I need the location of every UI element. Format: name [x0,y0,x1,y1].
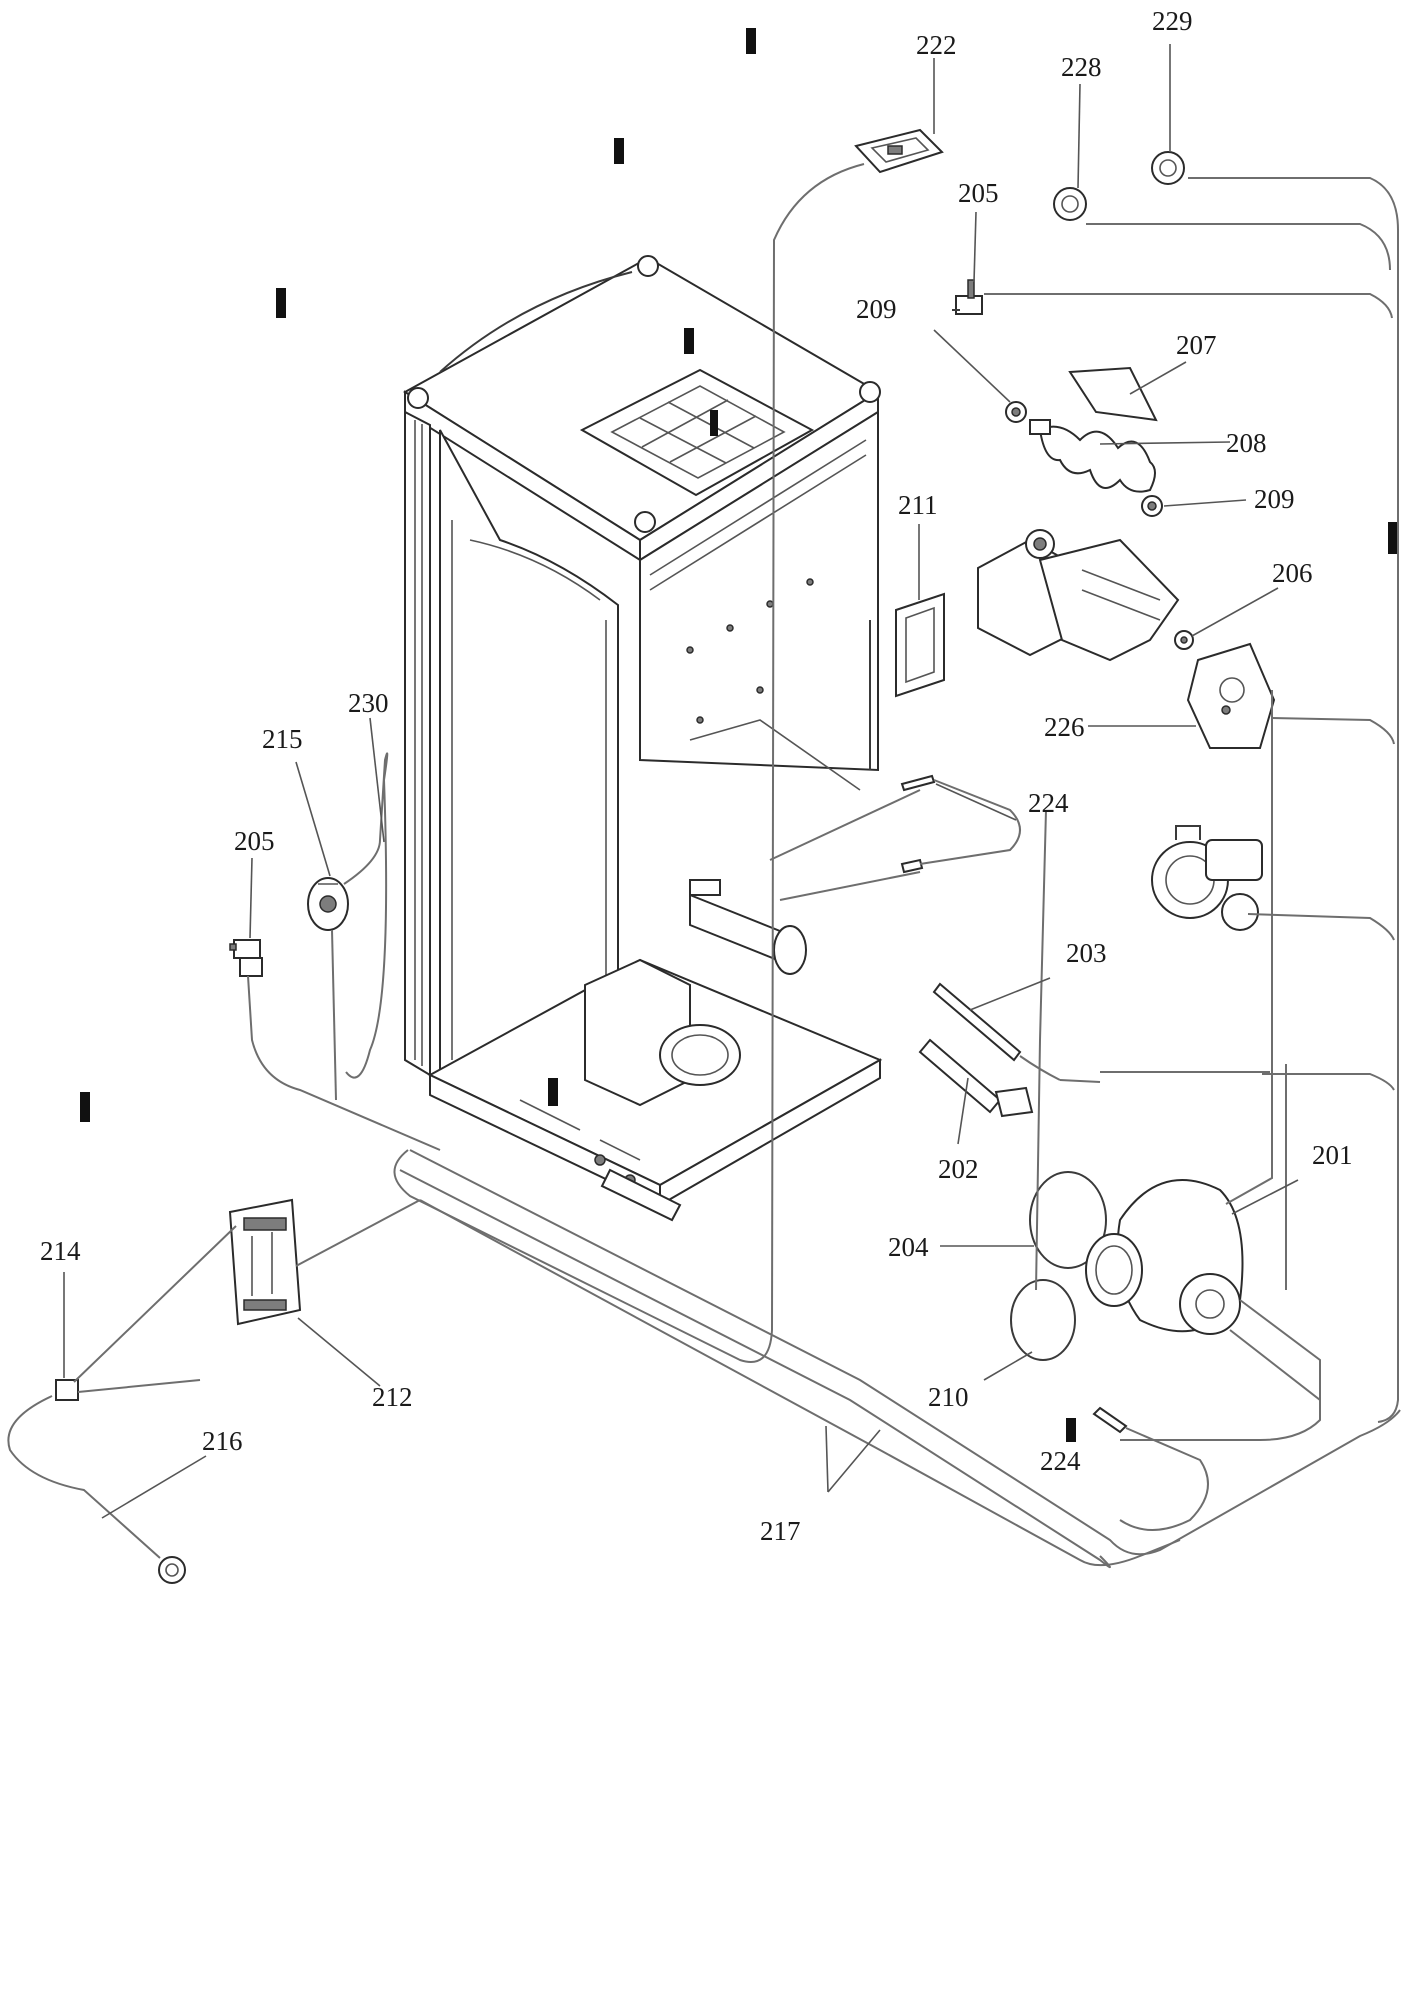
label-224-top: 224 [1028,788,1069,818]
probe-224-bottom [1092,1406,1128,1434]
thermostat-205-left [229,939,263,977]
label-229: 229 [1152,6,1193,36]
power-switch-216 [158,1556,186,1584]
leader-lines [63,44,1299,1519]
pressure-switch-229 [1151,151,1185,185]
stove-body [403,255,883,1222]
label-212: 212 [372,1382,413,1412]
label-208: 208 [1226,428,1267,458]
marker-ticks [80,28,1398,1442]
label-210: 210 [928,1382,969,1412]
label-216: 216 [202,1426,243,1456]
label-217: 217 [760,1516,801,1546]
gear-motor-226 [1186,642,1276,749]
gasket-ring-204 [1029,1171,1107,1269]
control-display-panel [854,128,944,174]
label-205-left: 205 [234,826,275,856]
pressure-switch-228 [1053,187,1087,221]
label-211: 211 [898,490,938,520]
bushing-209-bottom [1141,495,1163,517]
auger-housing [977,529,1180,662]
label-224-bottom: 224 [1040,1446,1081,1476]
gasket-211 [895,592,945,698]
gasket-ring-210 [1010,1279,1076,1361]
probe-224-top [900,774,936,874]
label-202: 202 [938,1154,979,1184]
label-214: 214 [40,1236,81,1266]
label-205-top: 205 [958,178,999,208]
label-201: 201 [1312,1140,1353,1170]
part-labels: 222 228 229 205 209 207 208 209 211 206 … [40,6,1353,1546]
circulator-pump [1151,825,1263,931]
label-226: 226 [1044,712,1085,742]
label-222: 222 [916,30,957,60]
bushing-206 [1174,630,1194,650]
auger-plate-207 [1068,366,1158,422]
electronic-board-212 [228,1198,302,1326]
label-228: 228 [1061,52,1102,82]
bushing-209-top [1005,401,1027,423]
auger-screw-208 [1029,419,1156,493]
label-230: 230 [348,688,389,718]
wiring-harness [7,163,1401,1568]
cartridge-heater-202 [918,1038,1034,1118]
fuse-holder-214 [55,1379,79,1401]
label-203: 203 [1066,938,1107,968]
label-215: 215 [262,724,303,754]
label-209-top: 209 [856,294,897,324]
label-204: 204 [888,1232,929,1262]
label-206: 206 [1272,558,1313,588]
label-209-bottom: 209 [1254,484,1295,514]
pressure-sensor-215 [307,877,349,931]
thermostat-205-top [952,279,983,315]
exhaust-fan-201 [1085,1179,1244,1335]
label-207: 207 [1176,330,1217,360]
